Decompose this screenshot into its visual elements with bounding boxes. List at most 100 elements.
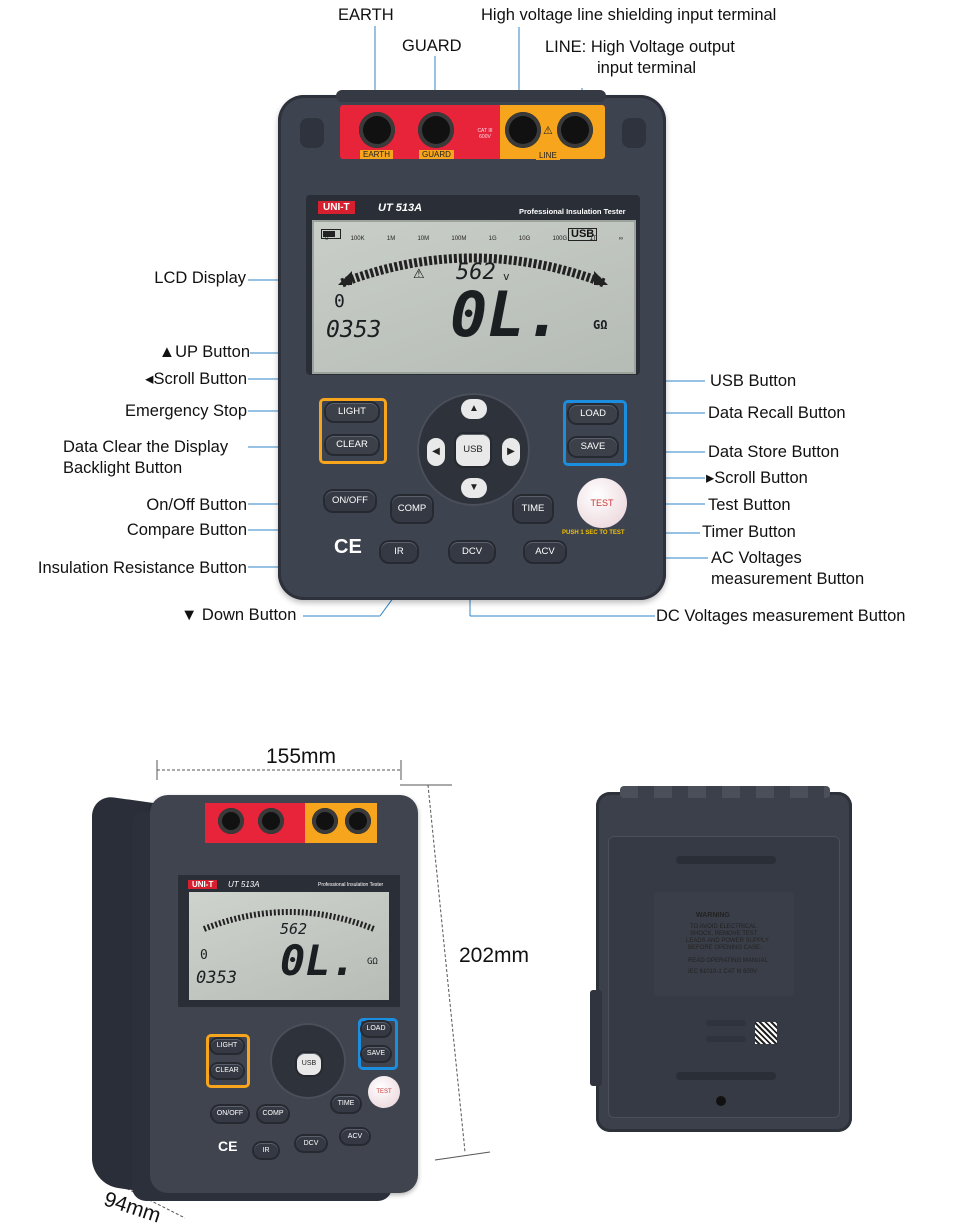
hv-warning-icon: ⚠: [413, 266, 425, 281]
ir-button[interactable]: IR: [381, 542, 417, 562]
callout-scroll-left: ◂Scroll Button: [145, 370, 247, 388]
analog-scale-bar-small: [202, 909, 376, 932]
callout-clear-2: Backlight Button: [63, 459, 183, 477]
battery-icon: [321, 229, 341, 239]
lcd-aux-bottom-small: 0353: [196, 968, 237, 988]
warning-label: [654, 892, 794, 996]
scale-ticks: 0 100K 1M 10M 100M 1G 10G 100G 1T ∞: [325, 236, 623, 242]
callout-ac-1: AC Voltages: [711, 549, 802, 567]
ir-button-small: IR: [254, 1143, 278, 1158]
brand-logo: UNI-T: [318, 201, 355, 214]
callout-data-store: Data Store Button: [708, 443, 840, 461]
back-top-ridge: [620, 786, 830, 798]
time-button-small: TIME: [332, 1096, 360, 1112]
time-button[interactable]: TIME: [514, 496, 552, 522]
scroll-right-button[interactable]: ▶: [502, 438, 520, 466]
comp-button-small: COMP: [258, 1106, 288, 1122]
main-reading-small: 0L.: [280, 936, 356, 985]
usb-button-small: USB: [297, 1053, 321, 1075]
callout-down: ▼ Down Button: [181, 606, 297, 624]
cat-rating: CAT III 600V: [477, 128, 493, 140]
width-dimension: 155mm: [266, 745, 337, 768]
callout-test: Test Button: [708, 496, 791, 514]
voltage-readout: 562: [456, 260, 496, 285]
line-jack[interactable]: [557, 112, 593, 148]
callout-timer: Timer Button: [702, 523, 796, 541]
down-button[interactable]: ▼: [461, 478, 487, 498]
comp-button[interactable]: COMP: [392, 496, 432, 522]
acv-button[interactable]: ACV: [525, 542, 565, 562]
line-jack-small: [345, 808, 371, 834]
usb-indicator: USB: [568, 228, 598, 241]
guard-jack[interactable]: [418, 112, 454, 148]
scale-tick: 10M: [417, 236, 430, 242]
save-button[interactable]: SAVE: [569, 438, 617, 456]
light-button-small: LIGHT: [211, 1039, 243, 1053]
callout-onoff: On/Off Button: [146, 496, 247, 514]
scale-tick: 0: [325, 236, 329, 242]
callout-data-recall: Data Recall Button: [708, 404, 846, 422]
scale-tick: 100G: [552, 236, 568, 242]
ce-mark: CE: [334, 536, 362, 558]
side-latch: [590, 990, 602, 1086]
earth-jack-small: [218, 808, 244, 834]
ce-mark-small: CE: [218, 1138, 238, 1154]
back-warning-line: SHOCK, REMOVE TEST: [690, 931, 758, 937]
scale-tick: 10G: [518, 236, 531, 242]
main-reading: 0L.: [450, 278, 562, 351]
test-button-small: TEST: [368, 1076, 400, 1108]
warning-triangle-icon: ⚠: [543, 125, 553, 137]
onoff-button[interactable]: ON/OFF: [325, 491, 375, 511]
back-warning-line: IEC 61010-1 CAT III 600V: [688, 969, 758, 975]
lcd-display-small: [189, 892, 389, 1000]
lcd-display: [312, 220, 636, 374]
callout-dc: DC Voltages measurement Button: [656, 607, 906, 625]
callout-scroll-right: ▸Scroll Button: [706, 469, 808, 487]
load-button[interactable]: LOAD: [569, 405, 617, 423]
corner-bumper: [300, 118, 324, 148]
model-name: UT 513A: [378, 202, 423, 214]
dcv-button[interactable]: DCV: [450, 542, 494, 562]
scale-tick: 100K: [350, 236, 365, 242]
qr-code-icon: [755, 1022, 777, 1044]
scale-tick: 1G: [488, 236, 497, 242]
callout-compare: Compare Button: [126, 521, 247, 539]
acv-button-small: ACV: [341, 1129, 369, 1144]
light-clear-frame-small: [206, 1034, 250, 1088]
callout-line-terminal-1: LINE: High Voltage output: [545, 38, 735, 56]
shield-jack[interactable]: [505, 112, 541, 148]
scale-tick: 1T: [589, 236, 597, 242]
callout-shield-terminal: High voltage line shielding input termin…: [481, 6, 777, 24]
guard-jack-small: [258, 808, 284, 834]
back-warning-line: READ OPERATING MANUAL: [688, 958, 768, 964]
onoff-button-small: ON/OFF: [212, 1106, 248, 1122]
top-ridge: [336, 90, 606, 102]
back-warning-line: BEFORE OPENING CASE.: [688, 945, 762, 951]
load-save-frame-small: [358, 1018, 398, 1070]
scroll-left-button[interactable]: ◀: [427, 438, 445, 466]
usb-button[interactable]: USB: [456, 434, 490, 466]
up-button[interactable]: ▲: [461, 399, 487, 419]
light-button[interactable]: LIGHT: [326, 403, 378, 421]
reading-unit-small: GΩ: [367, 957, 378, 967]
product-title-small: Professional Insulation Tester: [318, 882, 384, 888]
guard-terminal-label: GUARD: [419, 150, 454, 159]
analog-scale-bar: [338, 253, 608, 288]
clear-button-small: CLEAR: [211, 1064, 243, 1078]
clear-button[interactable]: CLEAR: [326, 436, 378, 454]
load-button-small: LOAD: [362, 1022, 390, 1036]
callout-clear-1: Data Clear the Display: [63, 438, 229, 456]
load-save-frame: [563, 400, 627, 466]
callout-emergency-stop: Emergency Stop: [125, 402, 247, 420]
callout-usb: USB Button: [710, 372, 797, 390]
callout-guard: GUARD: [402, 37, 462, 55]
line-terminal-label: LINE: [536, 151, 560, 160]
screw-icon: [716, 1096, 726, 1106]
test-button[interactable]: TEST: [577, 478, 627, 528]
reading-unit: GΩ: [593, 318, 608, 332]
earth-terminal-label: EARTH: [360, 150, 393, 159]
product-title: Professional Insulation Tester: [519, 207, 626, 216]
earth-jack[interactable]: [359, 112, 395, 148]
back-warning-line: LEADS AND POWER SUPPLY: [686, 938, 769, 944]
back-warning-title: WARNING: [696, 912, 730, 919]
